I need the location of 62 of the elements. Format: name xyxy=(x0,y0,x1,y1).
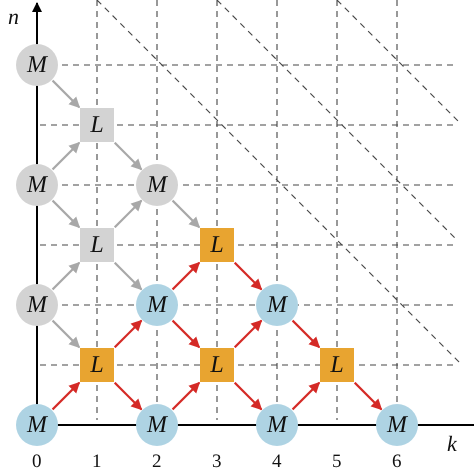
arrow xyxy=(172,200,200,228)
node-label: L xyxy=(90,353,104,377)
circle-node xyxy=(16,164,58,206)
circle-node xyxy=(136,404,178,446)
arrow xyxy=(172,262,200,290)
arrow xyxy=(52,142,80,170)
circle-node xyxy=(136,164,178,206)
square-node xyxy=(80,348,114,382)
arrow xyxy=(292,382,320,410)
arrow xyxy=(52,382,80,410)
tick-label: 3 xyxy=(212,452,222,471)
node-label: M xyxy=(27,173,47,197)
node-label: M xyxy=(147,293,167,317)
axis-label: k xyxy=(447,433,457,455)
arrow xyxy=(234,382,262,410)
node-label: M xyxy=(27,293,47,317)
circle-node xyxy=(256,284,298,326)
circle-node xyxy=(256,404,298,446)
node-label: M xyxy=(267,413,287,437)
arrow xyxy=(354,382,382,410)
tick-label: 2 xyxy=(152,452,162,471)
node-label: M xyxy=(387,413,407,437)
tick-label: 4 xyxy=(272,452,282,471)
arrow xyxy=(114,200,142,228)
node-label: L xyxy=(330,353,344,377)
arrow xyxy=(114,142,142,170)
arrow xyxy=(292,320,320,348)
square-node xyxy=(80,108,114,142)
circle-node xyxy=(376,404,418,446)
arrow xyxy=(52,200,80,228)
node-label: M xyxy=(147,413,167,437)
arrow xyxy=(52,80,80,108)
circle-node xyxy=(16,284,58,326)
square-node xyxy=(320,348,354,382)
arrow xyxy=(52,262,80,290)
node-label: L xyxy=(90,233,104,257)
arrow xyxy=(234,320,262,348)
circle-node xyxy=(136,284,178,326)
circle-node xyxy=(16,404,58,446)
axis-label: n xyxy=(8,6,19,28)
tick-label: 0 xyxy=(32,452,42,471)
node-label: L xyxy=(210,233,224,257)
square-node xyxy=(200,228,234,262)
tick-label: 1 xyxy=(92,452,102,471)
arrow xyxy=(172,382,200,410)
square-node xyxy=(200,348,234,382)
square-node xyxy=(80,228,114,262)
node-label: L xyxy=(90,113,104,137)
arrow xyxy=(172,320,200,348)
node-label: L xyxy=(210,353,224,377)
circle-node xyxy=(16,44,58,86)
tick-label: 6 xyxy=(392,452,402,471)
node-label: M xyxy=(27,53,47,77)
arrow xyxy=(234,262,262,290)
node-label: M xyxy=(267,293,287,317)
arrow xyxy=(114,382,142,410)
node-label: M xyxy=(27,413,47,437)
arrow xyxy=(114,262,142,290)
tick-label: 5 xyxy=(332,452,342,471)
node-label: M xyxy=(147,173,167,197)
arrow xyxy=(52,320,80,348)
arrow xyxy=(114,320,142,348)
